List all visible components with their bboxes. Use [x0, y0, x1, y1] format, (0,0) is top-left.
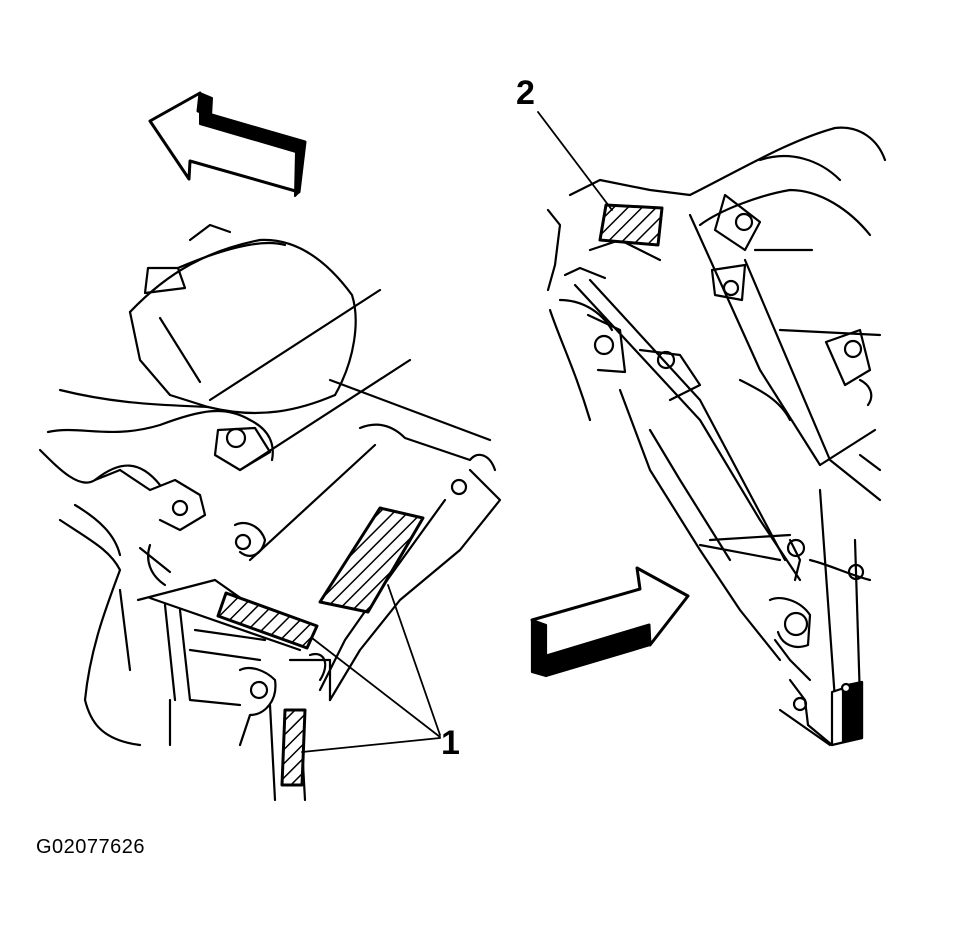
- left-hatched-target-upper: [318, 506, 425, 614]
- callout-1-leaders: [301, 584, 441, 753]
- right-hatched-target: [598, 203, 664, 247]
- callout-label-2: 2: [516, 74, 535, 112]
- callout-2-leader: [537, 111, 613, 211]
- left-view: [38, 91, 502, 802]
- arrow-right-icon: [530, 566, 690, 678]
- arrow-up-left-icon: [148, 91, 307, 197]
- left-hatched-target-lower: [280, 708, 307, 787]
- figure-id: G02077626: [36, 836, 146, 858]
- left-hatched-target-middle: [216, 591, 319, 650]
- callout-label-1: 1: [441, 724, 460, 762]
- right-view: [530, 111, 887, 747]
